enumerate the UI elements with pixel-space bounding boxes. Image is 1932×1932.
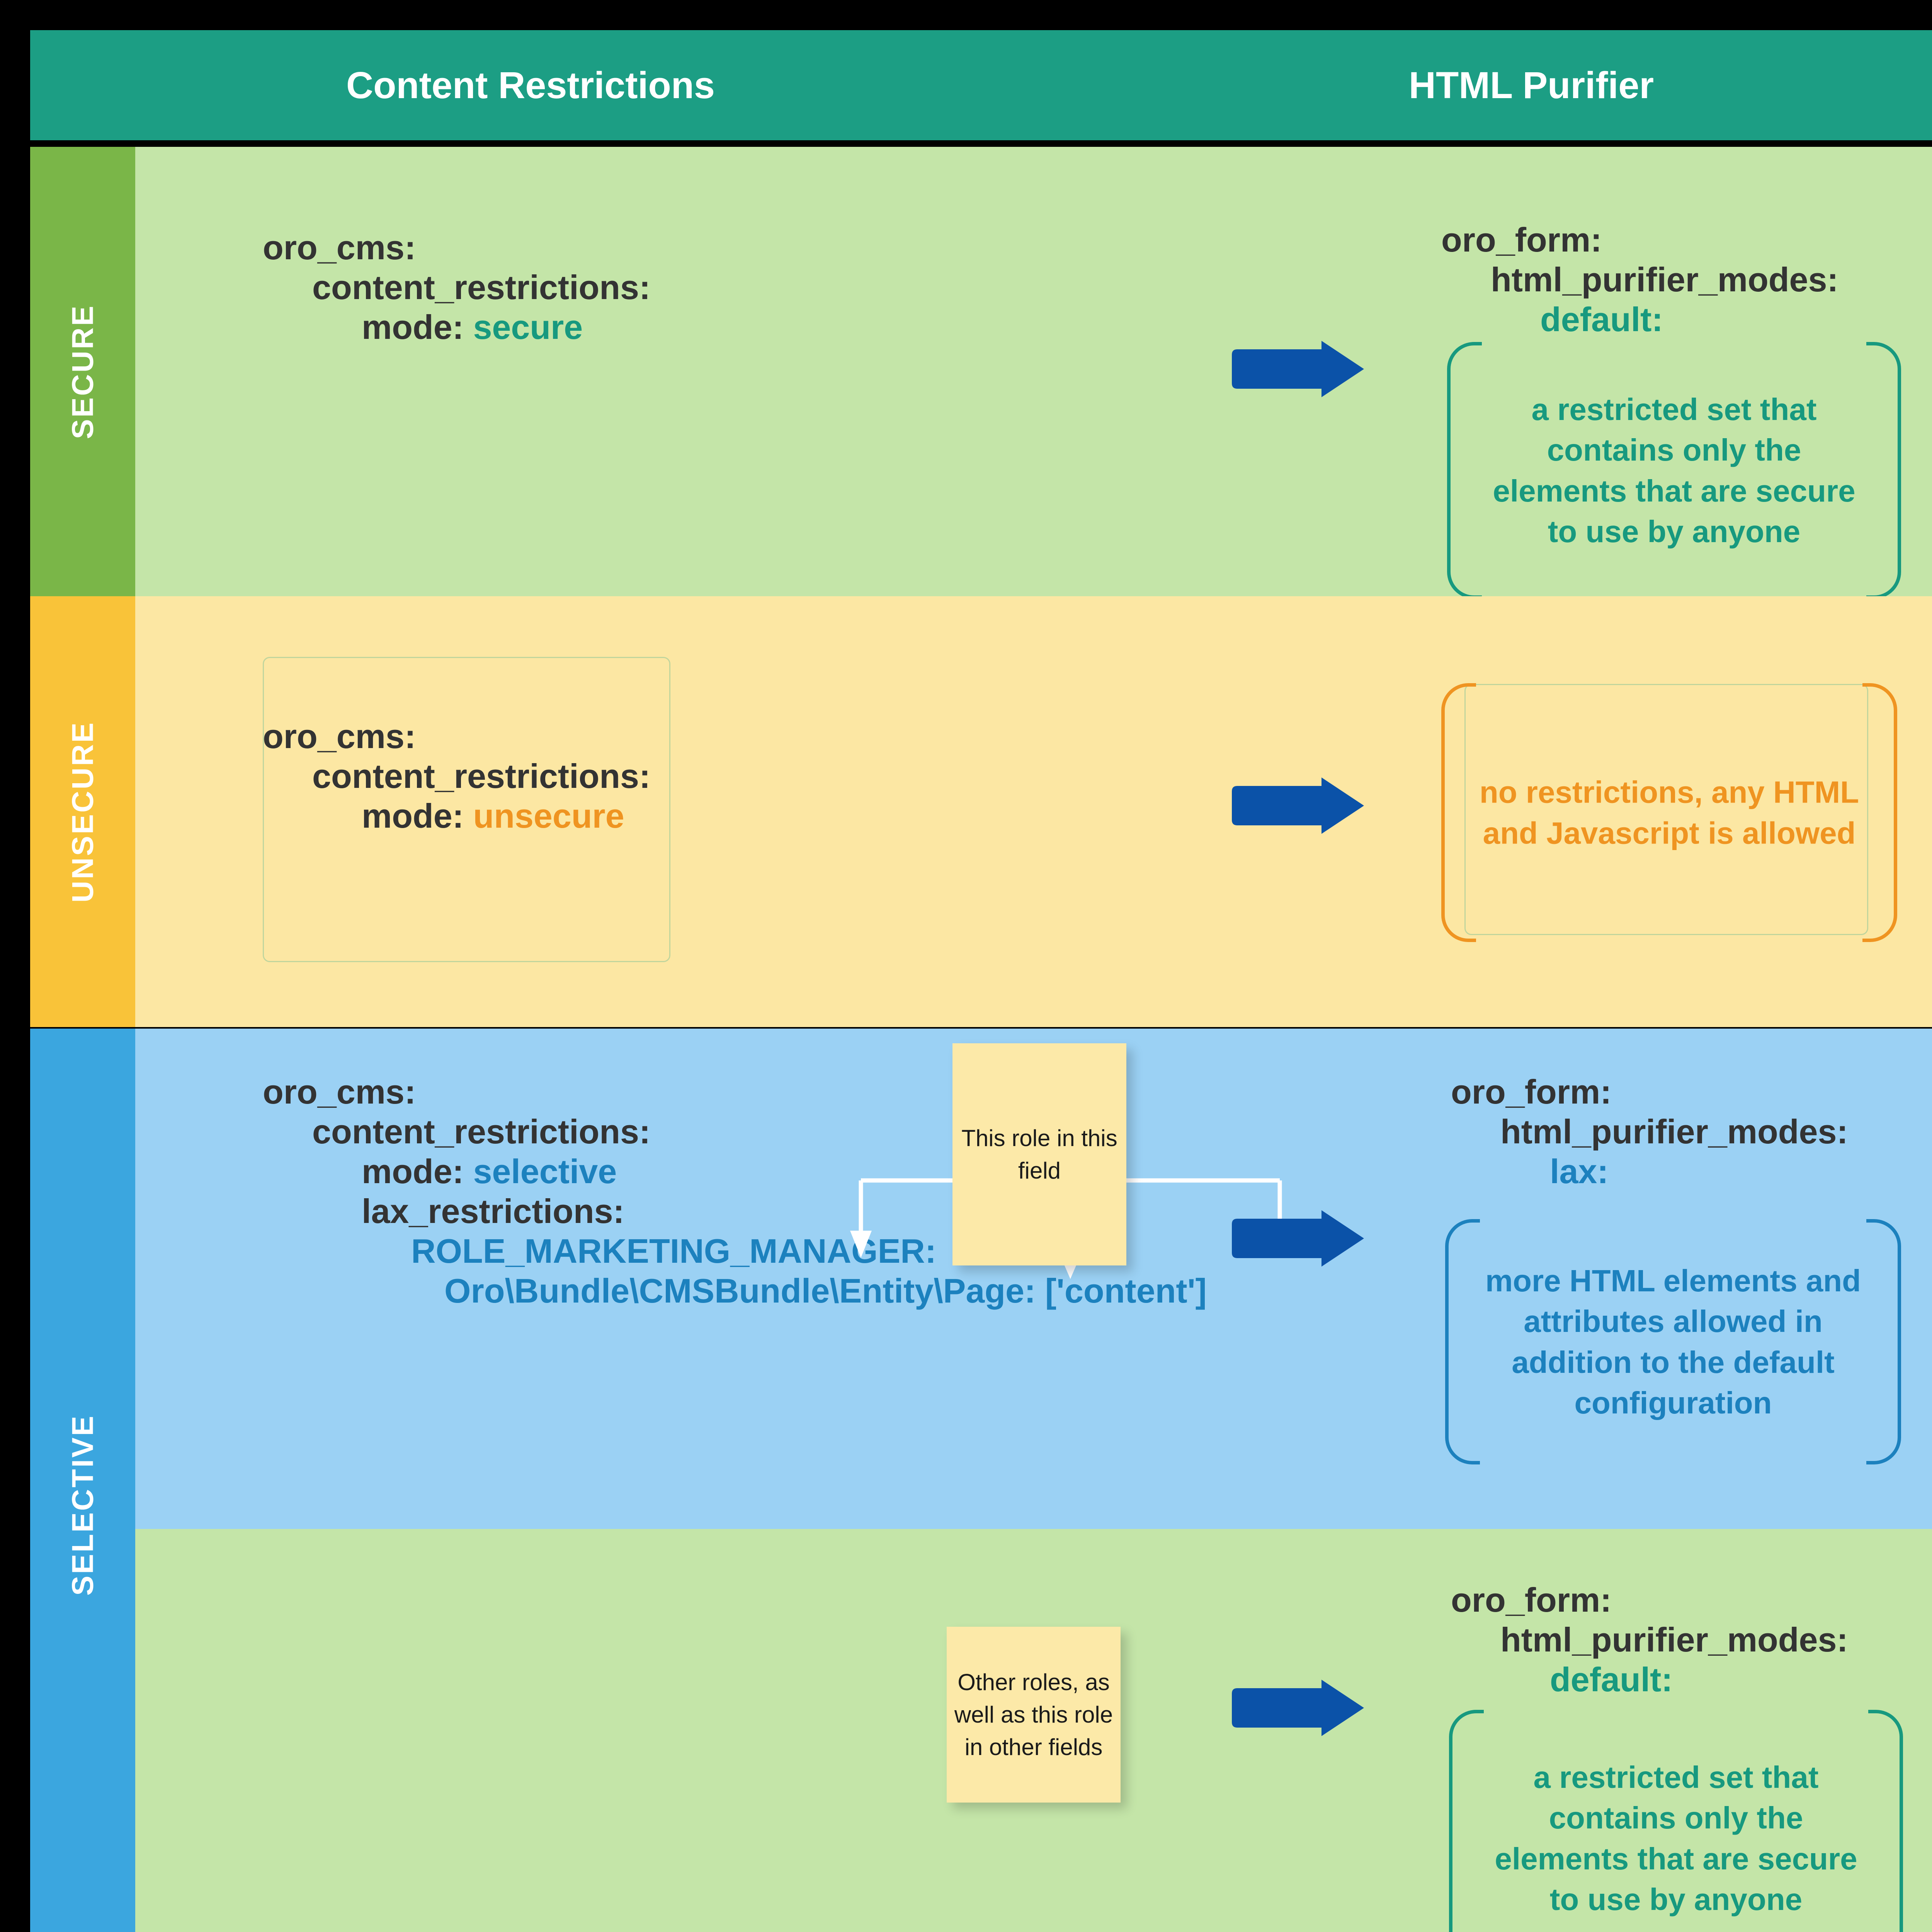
- yaml-line-default: default:: [1550, 1660, 1673, 1699]
- yaml-line: html_purifier_modes:: [1500, 1620, 1848, 1659]
- bracket-text-selective-lax: more HTML elements and attributes allowe…: [1485, 1263, 1861, 1420]
- yaml-line: oro_form:: [1451, 1073, 1612, 1111]
- yaml-line: html_purifier_modes:: [1491, 260, 1838, 299]
- yaml-line: lax_restrictions:: [362, 1192, 624, 1230]
- yaml-value-mode: secure: [473, 308, 583, 346]
- mode-sidebar-secure: SECURE: [30, 147, 135, 596]
- bracket-text-secure: a restricted set that contains only the …: [1493, 392, 1855, 549]
- yaml-html-purifier-selective-lax: oro_form: html_purifier_modes: lax:: [1451, 1072, 1848, 1192]
- mode-row-secure: [135, 147, 1932, 596]
- yaml-line: oro_cms:: [263, 717, 416, 755]
- bracket-text-unsecure: no restrictions, any HTML and Javascript…: [1479, 775, 1859, 850]
- sticky-note-this-role: This role in this field: [952, 1043, 1126, 1265]
- sticky-note-text: This role in this field: [961, 1125, 1117, 1184]
- mode-label-secure: SECURE: [65, 304, 100, 439]
- yaml-line-entity: Oro\Bundle\CMSBundle\Entity\Page: ['cont…: [444, 1271, 1207, 1310]
- yaml-line: content_restrictions:: [312, 757, 651, 795]
- flow-arrow-selective-default: [1229, 1679, 1364, 1737]
- yaml-content-restrictions-unsecure: oro_cms: content_restrictions: mode: uns…: [263, 717, 650, 836]
- yaml-value-mode: selective: [473, 1152, 617, 1190]
- yaml-html-purifier-selective-default: oro_form: html_purifier_modes: default:: [1451, 1580, 1848, 1700]
- mode-label-selective: SELECTIVE: [65, 1414, 100, 1596]
- yaml-line-role: ROLE_MARKETING_MANAGER:: [411, 1231, 937, 1270]
- bracket-box-selective-lax: more HTML elements and attributes allowe…: [1445, 1219, 1901, 1464]
- sticky-note-text: Other roles, as well as this role in oth…: [954, 1669, 1113, 1760]
- yaml-value-mode: unsecure: [473, 796, 624, 835]
- ghost-container-unsecure-purifier: [1464, 684, 1868, 935]
- yaml-line: mode: unsecure: [263, 796, 650, 836]
- bracket-left-icon: [1447, 342, 1482, 599]
- bracket-left-icon: [1445, 1219, 1480, 1464]
- flow-arrow-selective-lax: [1229, 1209, 1364, 1267]
- yaml-line: content_restrictions:: [312, 268, 651, 306]
- yaml-line: content_restrictions:: [312, 1112, 651, 1151]
- flow-arrow-unsecure: [1229, 777, 1364, 835]
- yaml-line: mode: selective: [263, 1152, 1207, 1192]
- header-bar: Content Restrictions HTML Purifier Use C…: [30, 30, 1932, 140]
- yaml-html-purifier-secure: oro_form: html_purifier_modes: default:: [1441, 220, 1838, 340]
- yaml-line: oro_cms:: [263, 1073, 416, 1111]
- yaml-content-restrictions-secure: oro_cms: content_restrictions: mode: sec…: [263, 228, 650, 347]
- yaml-content-restrictions-selective: oro_cms: content_restrictions: mode: sel…: [263, 1072, 1207, 1311]
- bracket-box-unsecure: no restrictions, any HTML and Javascript…: [1441, 683, 1897, 942]
- yaml-key: mode:: [362, 308, 473, 346]
- mode-label-unsecure: UNSECURE: [65, 721, 100, 903]
- yaml-line: oro_form:: [1441, 221, 1602, 259]
- mode-row-unsecure: [135, 596, 1932, 1027]
- bracket-text-selective-default: a restricted set that contains only the …: [1495, 1760, 1857, 1917]
- yaml-line: mode: secure: [263, 308, 650, 347]
- yaml-line-lax: lax:: [1550, 1152, 1609, 1190]
- bracket-right-icon: [1866, 342, 1901, 599]
- bracket-left-icon: [1441, 683, 1476, 942]
- yaml-line: oro_form:: [1451, 1581, 1612, 1619]
- column-header-html-purifier: HTML Purifier: [1408, 64, 1654, 106]
- bracket-right-icon: [1866, 1219, 1901, 1464]
- yaml-line: html_purifier_modes:: [1500, 1112, 1848, 1151]
- flow-arrow-secure: [1229, 340, 1364, 398]
- yaml-key: mode:: [362, 1152, 473, 1190]
- bracket-left-icon: [1449, 1710, 1484, 1932]
- bracket-right-icon: [1862, 683, 1897, 942]
- mode-sidebar-unsecure: UNSECURE: [30, 596, 135, 1027]
- column-header-content-restrictions: Content Restrictions: [346, 64, 715, 106]
- yaml-line: oro_cms:: [263, 228, 416, 267]
- bracket-box-selective-default: a restricted set that contains only the …: [1449, 1710, 1903, 1932]
- bracket-right-icon: [1868, 1710, 1903, 1932]
- yaml-key: mode:: [362, 796, 473, 835]
- bracket-box-secure: a restricted set that contains only the …: [1447, 342, 1901, 599]
- sticky-note-other-roles: Other roles, as well as this role in oth…: [947, 1627, 1121, 1803]
- yaml-line-default: default:: [1540, 300, 1663, 338]
- ghost-container-unsecure: [263, 657, 670, 962]
- mode-sidebar-selective: SELECTIVE: [30, 1029, 135, 1932]
